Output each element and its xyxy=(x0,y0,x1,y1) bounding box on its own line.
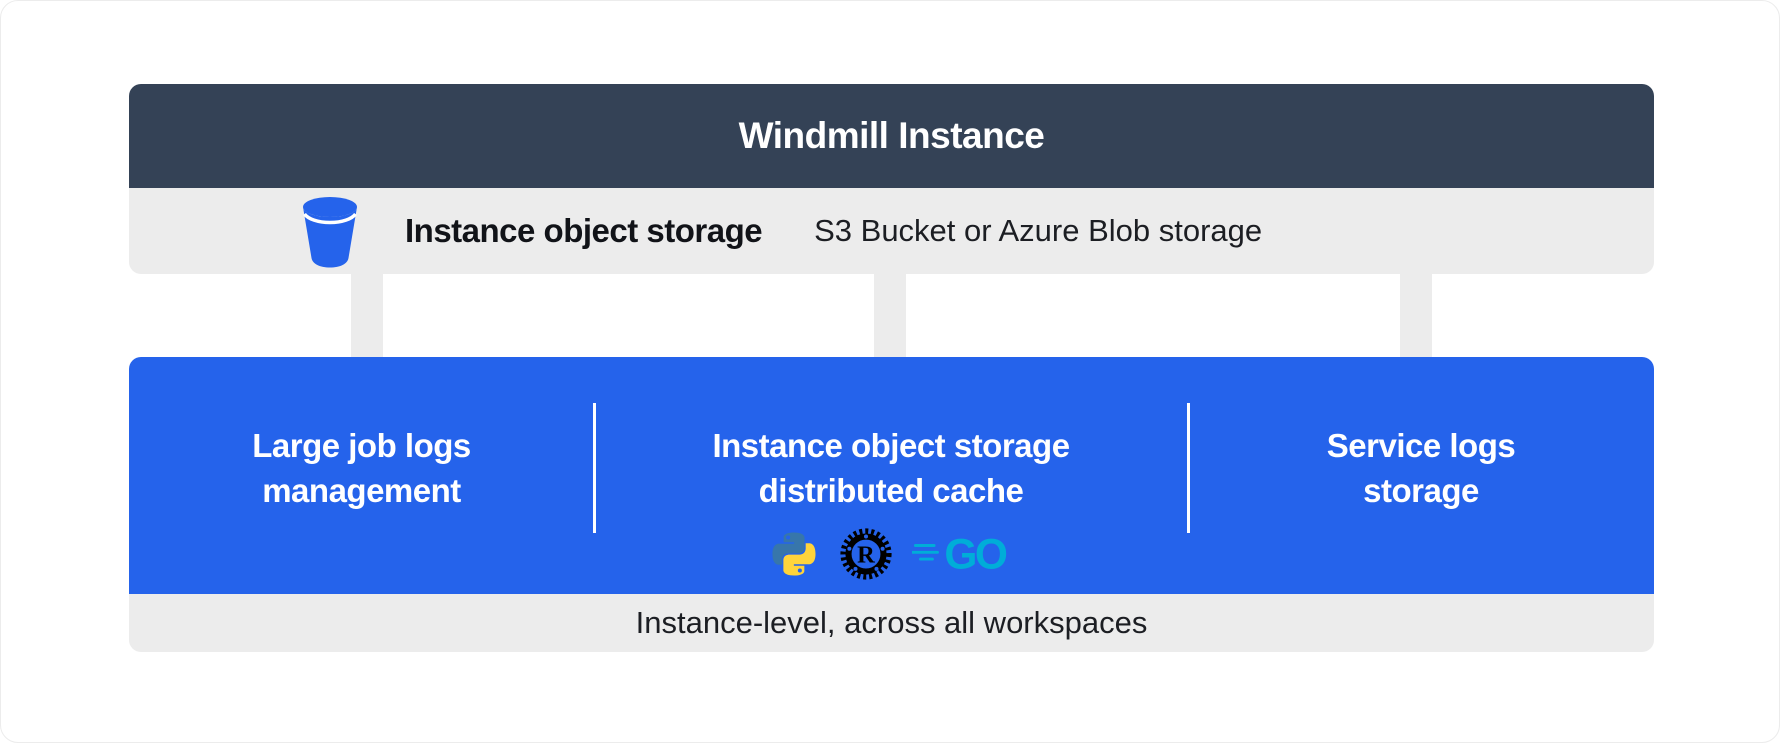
python-icon xyxy=(768,528,820,585)
section-title-line: Service logs xyxy=(1326,427,1516,464)
page-title: Windmill Instance xyxy=(738,115,1045,156)
section-divider xyxy=(593,403,596,533)
section-title-line: Large job logs xyxy=(252,427,471,464)
section-distributed-cache: Instance object storage distributed cach… xyxy=(594,357,1188,594)
section-title-line: management xyxy=(262,472,461,509)
section-title-line: Instance object storage xyxy=(712,427,1070,464)
go-icon: GO xyxy=(910,531,1014,581)
section-large-job-logs: Large job logs management xyxy=(129,357,594,594)
bucket-icon xyxy=(295,194,365,268)
features-row: Large job logs management Instance objec… xyxy=(129,357,1654,594)
object-storage-row: Instance object storage S3 Bucket or Azu… xyxy=(129,188,1654,274)
section-divider xyxy=(1187,403,1190,533)
scope-footer: Instance-level, across all workspaces xyxy=(129,594,1654,652)
object-storage-description: S3 Bucket or Azure Blob storage xyxy=(814,213,1263,248)
instance-header: Windmill Instance xyxy=(129,84,1654,188)
svg-text:R: R xyxy=(857,541,875,568)
section-service-logs: Service logs storage xyxy=(1188,357,1654,594)
section-title-line: distributed cache xyxy=(758,472,1024,509)
language-icons: R GO xyxy=(768,526,1014,587)
features-panel: Large job logs management Instance objec… xyxy=(129,357,1654,652)
section-title-line: storage xyxy=(1363,472,1479,509)
instance-panel: Windmill Instance Instance object storag… xyxy=(129,84,1654,274)
svg-text:GO: GO xyxy=(944,532,1007,576)
scope-footer-label: Instance-level, across all workspaces xyxy=(635,605,1148,640)
object-storage-label: Instance object storage xyxy=(405,212,763,249)
rust-icon: R xyxy=(838,526,894,587)
